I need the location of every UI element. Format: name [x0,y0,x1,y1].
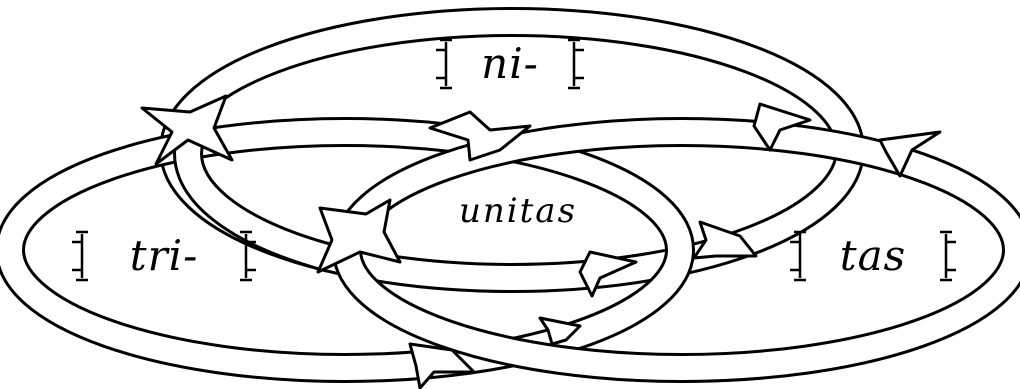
label-right: tas [790,231,956,280]
top-ring-overlap [188,140,330,258]
label-left-text: tri- [130,231,199,280]
label-top: ni- [436,39,584,88]
label-left: tri- [72,231,256,280]
label-right-text: tas [840,231,906,280]
label-top-text: ni- [481,39,539,88]
label-center-text: unitas [459,191,577,231]
